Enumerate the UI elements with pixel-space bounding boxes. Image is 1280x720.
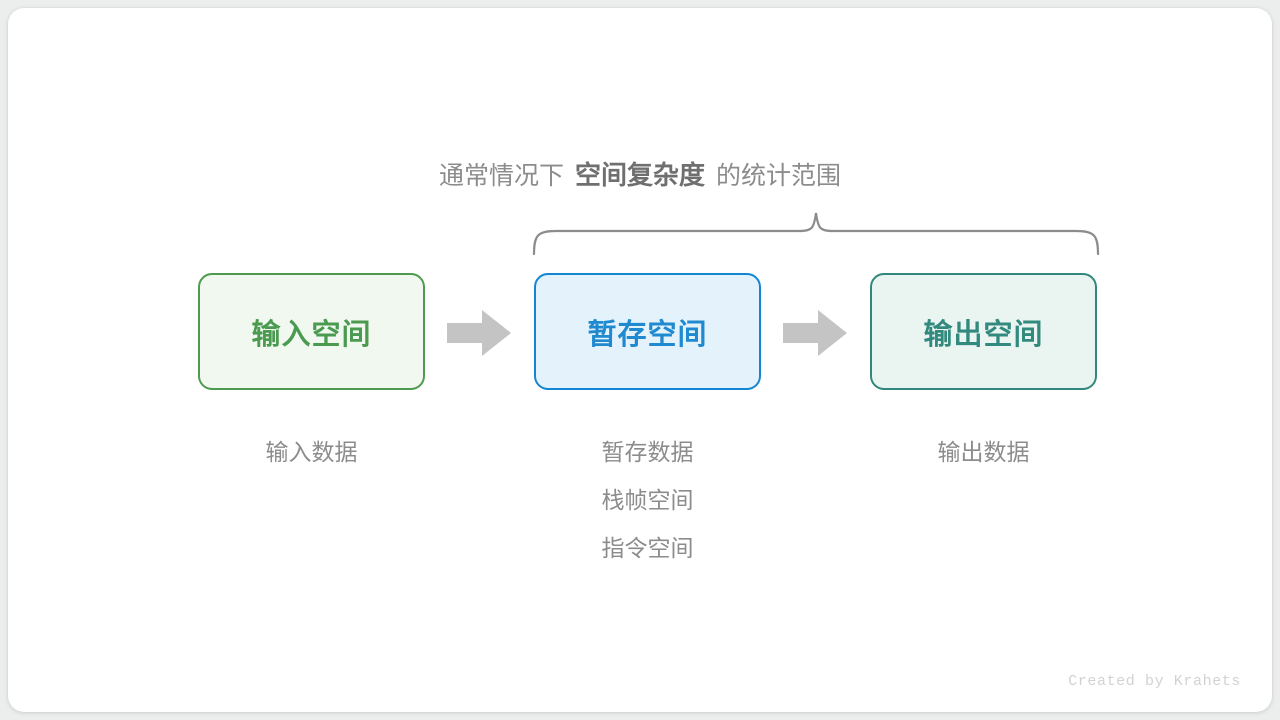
caption-line: 输入数据 <box>265 439 358 465</box>
caption-suffix: 的统计范围 <box>716 162 842 190</box>
caption-line: 输出数据 <box>937 439 1030 465</box>
caption-input-space: 输入数据 <box>198 428 425 476</box>
curly-brace <box>526 204 1106 260</box>
box-input-space[interactable]: 输入空间 <box>198 273 425 390</box>
caption-emphasis: 空间复杂度 <box>574 160 705 190</box>
watermark: Created by Krahets <box>1068 673 1241 690</box>
box-buffer-space[interactable]: 暂存空间 <box>534 273 761 390</box>
caption-buffer-space: 暂存数据 栈帧空间 指令空间 <box>534 428 761 572</box>
caption-output-space: 输出数据 <box>870 428 1097 476</box>
box-input-space-label: 输入空间 <box>251 318 372 351</box>
box-output-space-label: 输出空间 <box>923 318 1044 351</box>
caption-prefix: 通常情况下 <box>438 162 564 190</box>
diagram-caption: 通常情况下空间复杂度的统计范围 <box>8 158 1272 193</box>
caption-line: 指令空间 <box>601 535 694 561</box>
arrow-right-icon <box>447 310 511 356</box>
diagram-card: 通常情况下空间复杂度的统计范围 输入空间 暂存空间 输出空间 输入数据 暂存数据… <box>8 8 1272 712</box>
caption-line: 栈帧空间 <box>601 487 694 513</box>
box-buffer-space-label: 暂存空间 <box>587 318 708 351</box>
arrow-right-icon <box>783 310 847 356</box>
box-output-space[interactable]: 输出空间 <box>870 273 1097 390</box>
caption-line: 暂存数据 <box>601 439 694 465</box>
